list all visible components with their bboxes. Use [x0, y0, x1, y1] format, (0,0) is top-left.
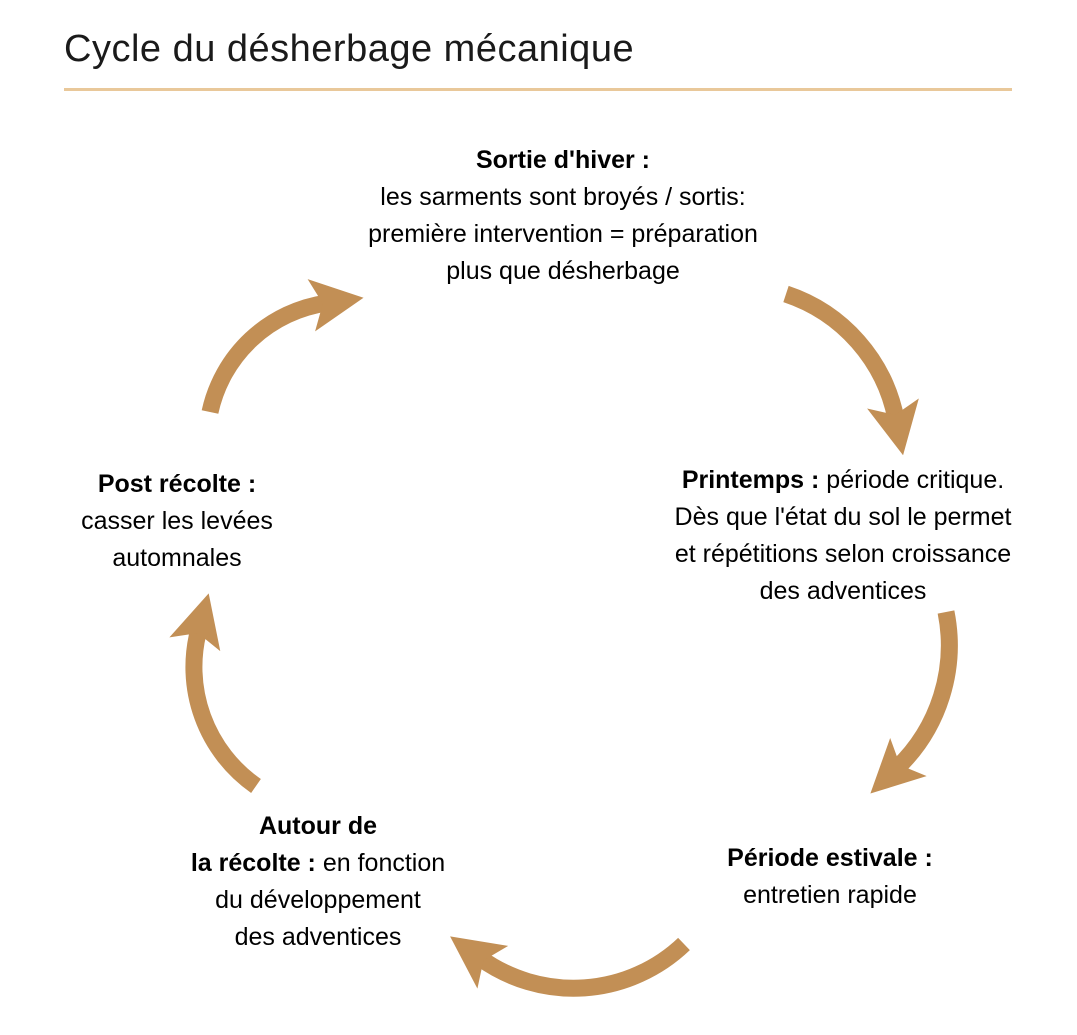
node-line: première intervention = préparation	[368, 220, 758, 248]
arrow-estivale-to-recolte	[450, 936, 690, 997]
node-line: des adventices	[759, 577, 927, 605]
node-autour-recolte: Autour de la récolte : en fonction du dé…	[191, 808, 445, 956]
node-line: les sarments sont broyés / sortis:	[380, 183, 746, 211]
arrow-postrecolte-to-sortie	[201, 279, 364, 414]
node-heading: Printemps :	[681, 466, 820, 494]
node-line: et répétitions selon croissance	[674, 540, 1012, 568]
arrow-sortie-to-printemps	[783, 285, 919, 456]
node-line: des adventices	[234, 923, 402, 951]
node-heading: Post récolte :	[97, 470, 257, 498]
node-heading: Autour de	[258, 812, 378, 840]
node-line: automnales	[112, 544, 242, 572]
title-rule	[64, 88, 1012, 91]
node-heading-rest: période critique.	[819, 466, 1005, 494]
node-heading-rest: en fonction	[315, 849, 446, 877]
node-line: Dès que l'état du sol le permet	[674, 503, 1012, 531]
node-post-recolte: Post récolte : casser les levées automna…	[81, 466, 273, 577]
node-periode-estivale: Période estivale : entretien rapide	[727, 840, 933, 914]
node-line: casser les levées	[81, 507, 273, 535]
page-title: Cycle du désherbage mécanique	[64, 28, 635, 70]
arrow-recolte-to-postrecolte	[169, 593, 261, 793]
node-heading: Période estivale :	[727, 844, 933, 872]
node-printemps: Printemps : période critique. Dès que l'…	[675, 462, 1012, 610]
node-line: plus que désherbage	[446, 257, 680, 285]
node-heading: la récolte :	[190, 849, 316, 877]
node-sortie-dhiver: Sortie d'hiver : les sarments sont broyé…	[368, 142, 758, 290]
node-line: entretien rapide	[743, 881, 917, 909]
node-heading: Sortie d'hiver :	[475, 146, 651, 174]
arrow-printemps-to-estivale	[870, 610, 958, 794]
node-line: du développement	[215, 886, 421, 914]
